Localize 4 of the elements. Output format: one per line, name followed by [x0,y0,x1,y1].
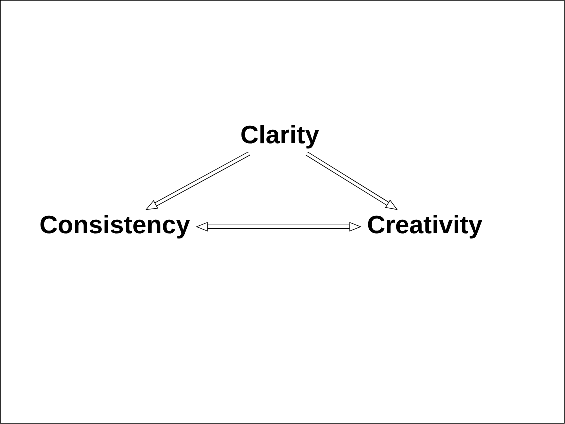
node-label: Consistency [40,215,190,239]
arrow [306,152,398,210]
node-label: Clarity [242,125,320,149]
node-label: Creativity [368,215,483,239]
